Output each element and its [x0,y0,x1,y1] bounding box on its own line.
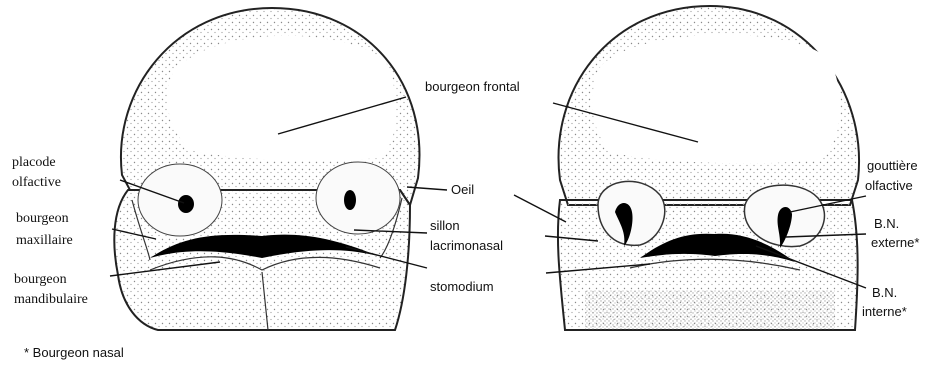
label-gouttiere-1: gouttière [867,158,918,173]
label-bn-interne-2: interne* [862,304,907,319]
right-embryo [558,6,859,330]
left-embryo [114,8,419,330]
label-placode-2: olfactive [12,175,61,190]
left-eye-bulge-right [316,162,400,234]
label-bourgeon-frontal: bourgeon frontal [425,79,520,94]
label-mandibulaire-2: mandibulaire [14,292,88,307]
left-placode-left [178,195,194,213]
label-sillon-1: sillon [430,218,460,233]
label-mandibulaire-1: bourgeon [14,272,67,287]
label-stomodium: stomodium [430,279,494,294]
right-forehead-smooth [592,35,840,164]
label-bn-externe-1: B.N. [874,216,899,231]
label-placode-1: placode [12,155,56,170]
footnote: * Bourgeon nasal [24,345,124,360]
label-sillon-2: lacrimonasal [430,238,503,253]
label-bn-interne-1: B.N. [872,285,897,300]
left-placode-right [344,190,356,210]
label-maxillaire-1: bourgeon [16,211,69,226]
label-bn-externe-2: externe* [871,235,919,250]
right-bottom-stipple [585,290,835,330]
label-oeil: Oeil [451,182,474,197]
left-forehead-smooth [167,36,396,161]
label-gouttiere-2: olfactive [865,178,913,193]
label-maxillaire-2: maxillaire [16,233,73,248]
